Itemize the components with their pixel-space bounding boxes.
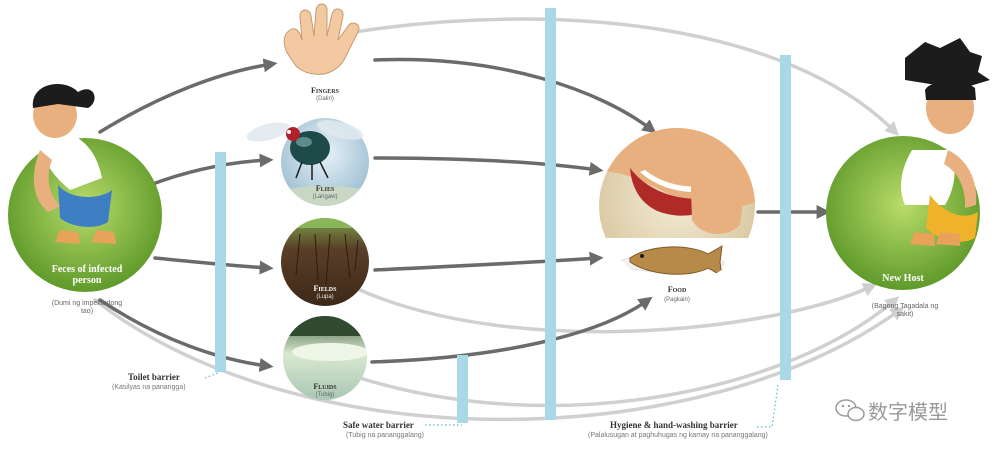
hygiene-barrier-bar-left — [545, 8, 556, 420]
arrow-fields-to-host — [358, 283, 878, 334]
dark-arrows — [98, 57, 831, 372]
source-node — [8, 84, 162, 292]
toilet-barrier-bar — [215, 152, 226, 372]
child-figure-right — [900, 38, 990, 246]
food-node — [599, 128, 755, 284]
fluids-label: Fluids — [313, 382, 337, 391]
arrow-fingers-to-food — [373, 57, 657, 134]
fingers-label: Fingers — [311, 86, 339, 95]
arrow-fields-to-food — [373, 251, 604, 272]
arrow-source-to-fields — [153, 256, 274, 275]
hygiene-barrier-bar-right — [780, 55, 791, 380]
fields-node — [281, 218, 369, 306]
source-label: Feces of infected person — [51, 264, 123, 286]
watermark-text: 数字模型 — [868, 400, 948, 424]
water-barrier-bar — [457, 355, 468, 423]
hygiene-barrier-title: Hygiene & hand-washing barrier — [610, 420, 738, 430]
arrow-source-to-host-bottom — [93, 298, 905, 422]
food-sublabel: (Pagkain) — [664, 297, 690, 303]
toilet-barrier-sub: (Kasilyas na panangga) — [112, 384, 186, 391]
fingers-node — [283, 3, 360, 75]
hand-icon — [283, 3, 360, 75]
barrier-leaders — [204, 371, 779, 428]
fluids-node — [283, 316, 367, 400]
fields-label: Fields — [313, 284, 337, 293]
arrow-flies-to-food — [373, 156, 604, 176]
host-label: New Host — [882, 273, 924, 284]
arrow-fluids-to-food — [370, 296, 653, 364]
source-sublabel: (Dumi ng impektadong tao) — [51, 300, 123, 315]
flies-node — [246, 118, 369, 206]
water-barrier-sub: (Tubig na pananggalang) — [346, 432, 424, 439]
flies-label: Flies — [315, 184, 335, 193]
host-node — [826, 38, 990, 290]
fly-icon — [246, 120, 364, 180]
flies-sublabel: (Langaw) — [312, 194, 338, 200]
light-arrows — [93, 17, 905, 422]
toilet-barrier-title: Toilet barrier — [128, 372, 180, 382]
food-label: Food — [667, 285, 687, 294]
fields-sublabel: (Lupa) — [316, 294, 334, 300]
hygiene-barrier-sub: (Palalusugan at paghuhugas ng kamay na p… — [588, 432, 768, 439]
fields-circle — [281, 218, 369, 306]
fish-icon — [629, 245, 723, 277]
child-figure-left — [32, 84, 116, 244]
arrow-fluids-to-host — [358, 296, 900, 408]
fluids-sublabel: (Tubig) — [315, 392, 335, 398]
arrow-fingers-to-host — [353, 17, 899, 136]
arrow-source-to-fluids — [98, 298, 274, 372]
wechat-icon — [835, 399, 865, 422]
host-sublabel: (Bagong Tagadala ng sakit) — [871, 303, 939, 318]
fingers-sublabel: (Daliri) — [316, 96, 334, 102]
barriers — [215, 8, 791, 423]
water-barrier-title: Safe water barrier — [343, 420, 414, 430]
arrow-source-to-flies — [148, 153, 274, 187]
arrow-source-to-fingers — [98, 58, 278, 134]
